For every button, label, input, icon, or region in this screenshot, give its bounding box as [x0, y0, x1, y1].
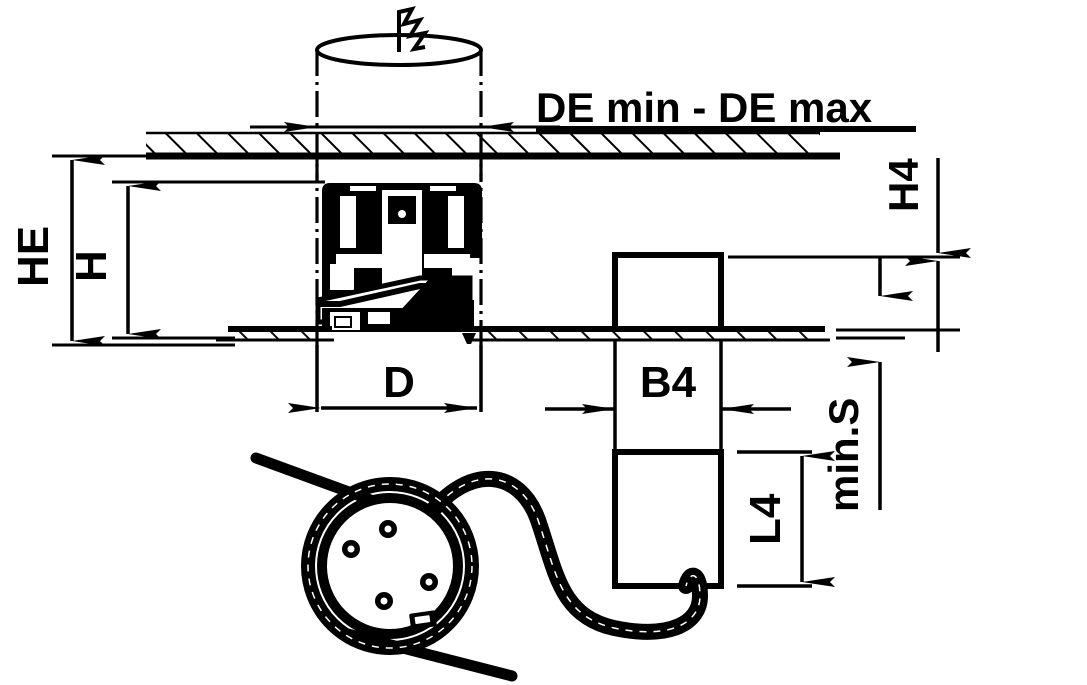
dimension-de-range [250, 122, 916, 132]
dimension-L4 [737, 450, 835, 588]
driver-box-elevation [612, 252, 724, 332]
label-h: H [67, 250, 116, 282]
dimension-D [288, 345, 483, 413]
connector-plug [250, 452, 518, 682]
label-min-s: min.S [820, 398, 867, 512]
label-d: D [383, 358, 415, 407]
label-h4: H4 [880, 158, 927, 212]
label-l4: L4 [741, 493, 790, 545]
label-b4: B4 [640, 358, 697, 407]
dimension-B4 [545, 340, 791, 452]
dimension-HE [52, 154, 235, 347]
break-symbol [315, 6, 483, 180]
recessed-housing [315, 183, 482, 332]
label-de-range: DE min - DE max [536, 84, 873, 131]
dimension-min-S [836, 258, 913, 510]
housing-centrelines [315, 156, 483, 352]
dimension-H4 [728, 158, 971, 352]
ceiling-slab [146, 131, 840, 160]
cable [420, 471, 709, 640]
label-he: HE [9, 226, 58, 287]
mounting-plate [216, 326, 830, 344]
dimension-H [112, 180, 325, 340]
driver-box-plan [612, 449, 724, 589]
